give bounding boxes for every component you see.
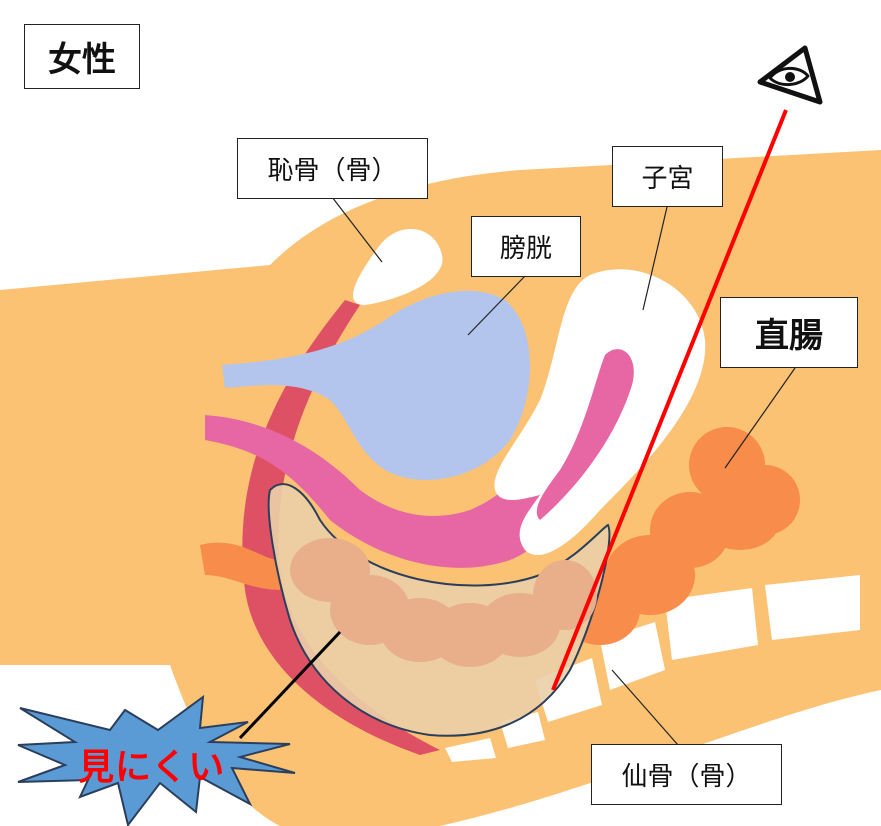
label-sacrum: 仙骨（骨） [591,744,782,805]
obscured-area [267,483,611,737]
uterine-cavity [536,349,634,520]
eye-icon [757,45,823,105]
vagina [205,357,633,568]
warning-text: 見にくい [78,747,226,788]
label-pubic-bone: 恥骨（骨） [237,138,428,199]
pelvic-floor-muscle [242,300,440,755]
bladder [222,290,530,480]
warning-burst [17,694,296,826]
sight-line [551,109,788,691]
rectum [200,427,800,645]
label-bladder: 膀胱 [471,216,581,277]
label-rectum: 直腸 [720,297,858,368]
leader-lines [238,196,796,746]
title-box: 女性 [24,24,140,89]
label-uterus: 子宮 [612,146,723,207]
pubic-bone [353,228,443,305]
